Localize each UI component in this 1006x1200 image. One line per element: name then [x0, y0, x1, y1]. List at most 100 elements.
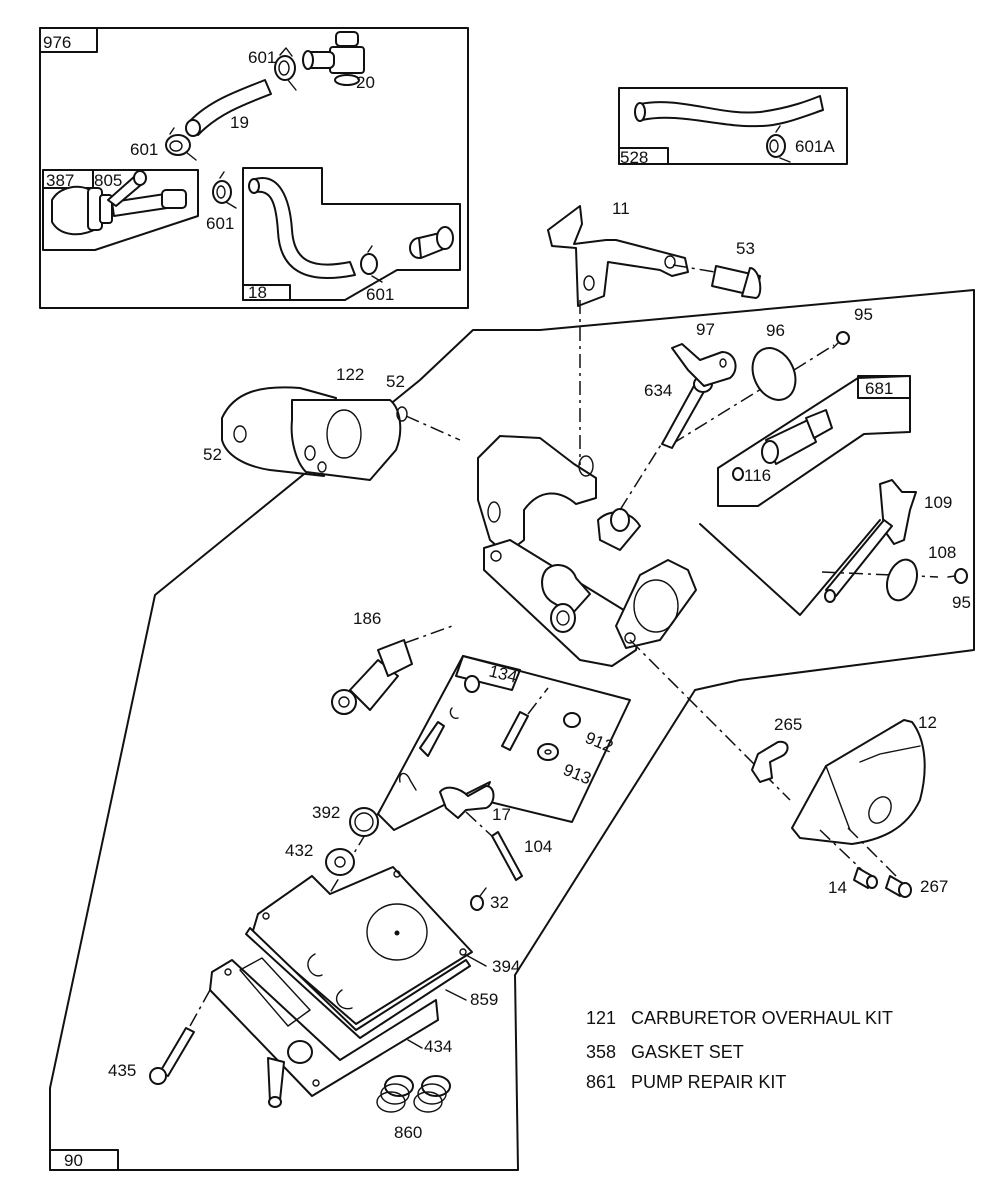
- leader-line: [445, 989, 467, 1001]
- part-label-17: 17: [492, 805, 511, 824]
- choke-shaft-109: [824, 479, 917, 603]
- kit-legend-item: 861 PUMP REPAIR KIT: [586, 1072, 786, 1092]
- group-18-fuel-hose-assembly: 18 601: [242, 167, 461, 304]
- spring-392: [349, 807, 379, 837]
- fuel-hose-528: [639, 95, 824, 128]
- hose-clamp: [766, 125, 791, 163]
- o-ring-116: [732, 467, 744, 481]
- leader-line: [629, 639, 791, 801]
- part-label-12: 12: [918, 713, 937, 732]
- part-label-108: 108: [928, 543, 956, 562]
- screw-95-right: [947, 568, 968, 584]
- part-label-96: 96: [766, 321, 785, 340]
- part-label-432: 432: [285, 841, 313, 860]
- fuel-hose-19: [189, 79, 272, 136]
- throttle-disc-96: [751, 347, 797, 401]
- part-label-95-top: 95: [854, 305, 873, 324]
- part-label-53: 53: [736, 239, 755, 258]
- group-134-tag: [455, 655, 521, 691]
- group-681-label: 681: [865, 379, 893, 398]
- fuel-hose-18: [251, 177, 356, 279]
- screw-435: [149, 1027, 195, 1085]
- screw-95-top: [832, 331, 850, 349]
- leader-line: [793, 344, 835, 371]
- retaining-clip: [449, 707, 459, 720]
- part-label-32: 32: [490, 893, 509, 912]
- part-label-19: 19: [230, 113, 249, 132]
- leader-line: [465, 954, 487, 967]
- group-387-frame: [42, 169, 199, 251]
- part-label-805: 805: [94, 171, 122, 190]
- bracket-12: [791, 719, 926, 845]
- part-label-435: 435: [108, 1061, 136, 1080]
- group-18-tag: [242, 284, 291, 301]
- leader-line: [821, 571, 939, 578]
- group-134-repair-kit: 134 912 913: [377, 655, 631, 831]
- part-label-109: 109: [924, 493, 952, 512]
- intake-elbow-122: [221, 386, 408, 481]
- fuel-tank-outlet-fitting: [51, 170, 187, 236]
- part-label-52-left: 52: [203, 445, 222, 464]
- hose-clamp: [360, 245, 383, 283]
- part-label-186: 186: [353, 609, 381, 628]
- group-681-main-jet: 681 116: [717, 375, 911, 507]
- group-134-label: 134: [487, 661, 519, 686]
- part-label-601A: 601A: [795, 137, 835, 156]
- leader-line: [465, 811, 495, 839]
- part-label-14: 14: [828, 878, 847, 897]
- part-label-116: 116: [744, 466, 771, 485]
- leader-line: [619, 439, 665, 511]
- hose-clamp: [212, 171, 237, 209]
- diaphragm-859: [245, 927, 471, 1039]
- part-label-601-left: 601: [130, 140, 158, 159]
- leader-line: [671, 385, 767, 445]
- group-90-tag: [49, 1149, 119, 1171]
- part-label-601-hose: 601: [366, 285, 394, 304]
- part-label-601-top: 601: [248, 48, 276, 67]
- group-976-fuel-line-kit: 976 20 601 19 601: [39, 27, 469, 309]
- group-528-label: 528: [620, 148, 648, 167]
- inlet-needle: [419, 721, 445, 757]
- group-18-label: 18: [248, 283, 267, 302]
- check-ball-912: [563, 712, 581, 728]
- part-label-392: 392: [312, 803, 340, 822]
- part-label-20: 20: [356, 73, 375, 92]
- group-681-tag: [857, 375, 911, 399]
- clip-265: [751, 740, 789, 783]
- washer-432: [325, 848, 355, 876]
- part-label-859: 859: [470, 990, 498, 1009]
- part-label-95-right: 95: [952, 593, 971, 612]
- bracket-11: [547, 205, 689, 307]
- hose-connector: [409, 226, 454, 259]
- part-label-52-right: 52: [386, 372, 405, 391]
- spring-clip: [398, 772, 417, 791]
- part-label-434: 434: [424, 1037, 452, 1056]
- part-label-860: 860: [394, 1123, 422, 1142]
- group-18-frame: [242, 167, 461, 301]
- kit-name: GASKET SET: [631, 1042, 744, 1062]
- group-528-tag: [618, 147, 669, 165]
- pump-body-434: [209, 957, 439, 1108]
- leader-line: [407, 1039, 423, 1049]
- kit-legend-item: 358 GASKET SET: [586, 1042, 744, 1062]
- group-90-label: 90: [64, 1151, 83, 1170]
- choke-plate-108: [886, 558, 918, 602]
- part-label-104: 104: [524, 837, 552, 856]
- needle-seat: [464, 675, 480, 693]
- kit-legend-item: 121 CARBURETOR OVERHAUL KIT: [586, 1008, 893, 1028]
- pump-cover-394: [251, 866, 473, 1025]
- group-387-label: 387: [46, 171, 74, 190]
- group-387-fuel-tank-outlet: 387 805: [42, 169, 199, 251]
- leader-line: [405, 415, 461, 441]
- group-976-label: 976: [43, 33, 71, 52]
- part-label-601-mid: 601: [206, 214, 234, 233]
- kit-number: 861: [586, 1072, 616, 1092]
- group-90-inner-edge: [699, 519, 881, 616]
- carburetor-body: [477, 435, 697, 667]
- part-label-394: 394: [492, 957, 520, 976]
- screw-14: [853, 867, 878, 889]
- group-976-frame: [39, 27, 469, 309]
- screw-53: [711, 265, 762, 299]
- group-528-hose-kit: 528 601A: [618, 87, 848, 167]
